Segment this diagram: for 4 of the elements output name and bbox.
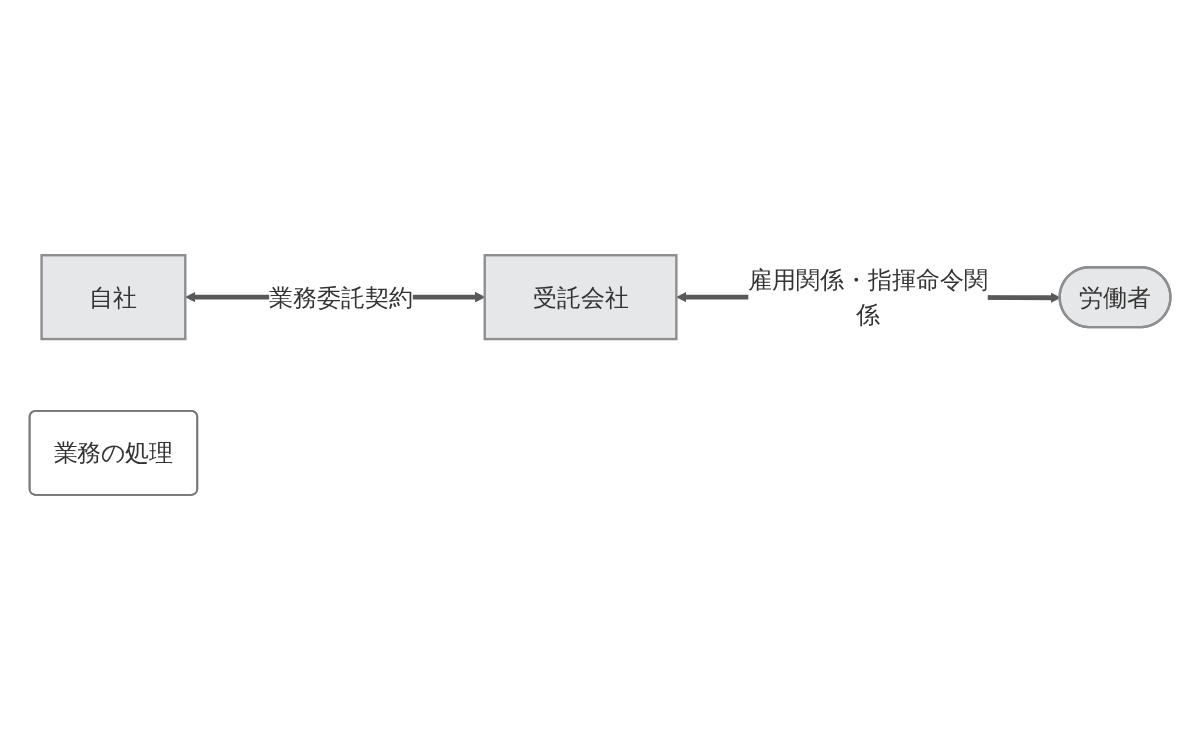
node-box: 受託会社 xyxy=(483,254,678,341)
edge-label: 雇用関係・指揮命令関係 xyxy=(748,264,988,330)
node-box: 自社 xyxy=(40,254,187,341)
edge-label: 業務委託契約 xyxy=(269,282,413,312)
